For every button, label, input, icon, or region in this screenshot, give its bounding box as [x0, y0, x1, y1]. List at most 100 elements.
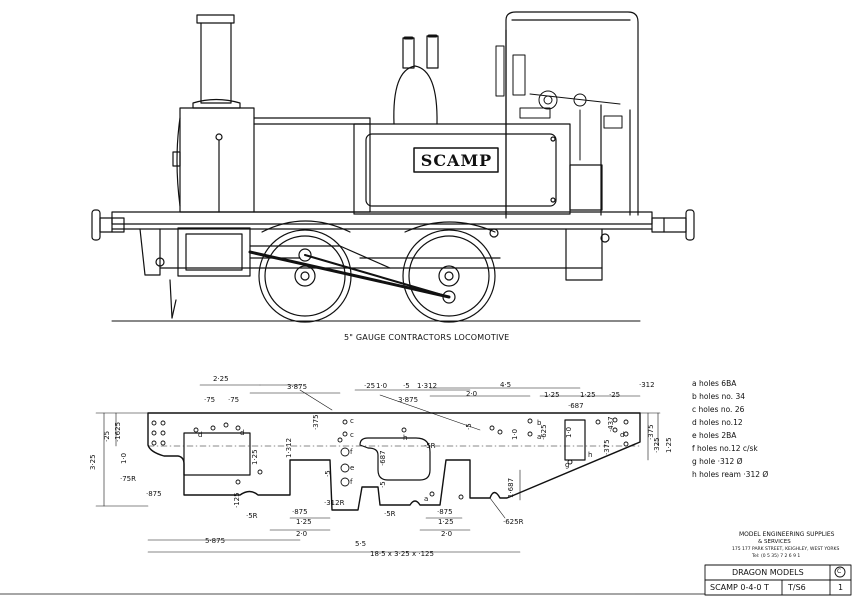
cylinder — [169, 227, 251, 319]
legend-item: d holes no.12 — [692, 418, 743, 427]
dim-label: 1·312 — [285, 437, 293, 458]
hole-letter: h — [403, 434, 408, 442]
dim-label: ·625 — [540, 424, 548, 440]
legend-item: h holes ream ·312 Ø — [692, 470, 769, 479]
company-name: DRAGON MODELS — [732, 568, 804, 577]
dim-label: ·25 — [103, 430, 111, 442]
dim-label: 2·0 — [441, 530, 453, 538]
hole-letter: a — [424, 495, 429, 503]
dim-label: 3·875 — [287, 383, 308, 391]
maker-address: 175 177 PARK STREET, KEIGHLEY, WEST YORK… — [732, 547, 840, 552]
dim-label: 1·0 — [120, 452, 128, 464]
hole-letter: f — [350, 478, 353, 486]
wheel-leading — [258, 229, 352, 323]
nameplate-text: SCAMP — [420, 151, 493, 170]
drawing-number: T/S6 — [788, 583, 806, 592]
hole-letter: c — [350, 431, 354, 439]
dim-label: ·5R — [424, 442, 436, 450]
dim-label: 2·0 — [296, 530, 308, 538]
dim-label: 1·25 — [544, 391, 560, 399]
dim-label: ·1625 — [114, 421, 122, 442]
hole-letter: e — [350, 464, 355, 472]
copyright-mark: C — [837, 568, 842, 575]
maker-phone: Tel: (0 5 35) 7 2 6 9 1 — [752, 554, 801, 559]
legend-item: e holes 2BA — [692, 431, 737, 440]
hole-letter: d — [620, 431, 625, 439]
legend-item: c holes no. 26 — [692, 405, 745, 414]
dome — [393, 34, 439, 125]
maker-subname: & SERVICES — [758, 539, 791, 545]
dim-label: 1·687 — [507, 477, 515, 498]
boiler — [253, 117, 371, 213]
dim-label: ·75 — [204, 396, 216, 404]
hole-letter: h — [588, 451, 593, 459]
dim-label: ·875 — [437, 508, 453, 516]
dim-label: ·25 — [364, 382, 376, 390]
dim-label: ·5R — [384, 510, 396, 518]
footplate — [111, 211, 653, 281]
hole-letter: d — [198, 431, 203, 439]
dimension-lines — [95, 384, 661, 553]
dim-label: 1·25 — [296, 518, 312, 526]
dim-label: 2·25 — [213, 375, 229, 383]
dim-label: 5·875 — [205, 537, 226, 545]
maker-name: MODEL ENGINEERING SUPPLIES — [739, 531, 835, 538]
dim-label: ·875 — [146, 490, 162, 498]
dim-label: ·625R — [503, 518, 524, 526]
legend-item: a holes 6BA — [692, 379, 737, 388]
hole-letter: c — [350, 417, 354, 425]
dim-label: 3·875 — [398, 396, 419, 404]
dim-label: ·687 — [379, 450, 387, 466]
buffer-right — [651, 209, 695, 241]
dim-label: ·375 — [603, 439, 611, 455]
valve-gear — [248, 245, 501, 299]
dim-label: ·5 — [324, 470, 332, 477]
dim-label: 1·25 — [251, 449, 259, 465]
dim-label: ·687 — [568, 402, 584, 410]
title-block-frame — [0, 564, 852, 596]
dim-label: 1·25 — [438, 518, 454, 526]
locomotive-elevation — [91, 11, 695, 323]
cab — [505, 11, 639, 219]
dim-label: ·5 — [379, 481, 387, 488]
dim-label: ·437 — [607, 416, 615, 432]
nameplate — [413, 147, 499, 173]
dim-label: ·375 — [312, 414, 320, 430]
sheet-number: 1 — [838, 583, 844, 592]
hole-letter: a — [537, 433, 542, 441]
dim-label: ·5R — [246, 512, 258, 520]
dim-label: 1·25 — [665, 437, 673, 453]
backhead-fittings — [495, 45, 623, 161]
dim-label: ·5 — [403, 382, 410, 390]
dim-label: 1·0 — [376, 382, 388, 390]
dim-label: ·325 — [653, 437, 661, 453]
hole-letter: b — [537, 419, 542, 427]
dim-label: ·312R — [324, 499, 345, 507]
chimney — [192, 14, 241, 109]
dim-label: 18·5 x 3·25 x ·125 — [370, 550, 434, 558]
frame-plate — [147, 412, 641, 511]
dim-label: 1·0 — [511, 428, 519, 440]
smokebox — [179, 107, 255, 213]
dim-label: 4·5 — [500, 381, 512, 389]
dim-label: 5·5 — [355, 540, 367, 548]
dim-label: ·312 — [639, 381, 655, 389]
dim-label: 2·0 — [466, 390, 478, 398]
wheel-trailing — [402, 229, 496, 323]
dim-label: ·75R — [120, 475, 136, 483]
hole-letter: d — [240, 429, 245, 437]
dim-label: ·75 — [228, 396, 240, 404]
legend-item: g hole ·312 Ø — [692, 457, 743, 466]
drawing-title: 5" GAUGE CONTRACTORS LOCOMOTIVE — [344, 333, 510, 342]
hole-letter: f — [350, 448, 353, 456]
legend-item: b holes no. 34 — [692, 392, 745, 401]
buffer-left — [91, 209, 125, 241]
dim-label: 3·25 — [89, 454, 97, 470]
dim-label: ·25 — [609, 391, 621, 399]
dim-label: 1·312 — [417, 382, 438, 390]
dim-label: ·125 — [233, 492, 241, 508]
legend-item: f holes no.12 c/sk — [692, 444, 758, 453]
dim-label: 1·25 — [580, 391, 596, 399]
dim-label: ·5 — [465, 423, 473, 430]
